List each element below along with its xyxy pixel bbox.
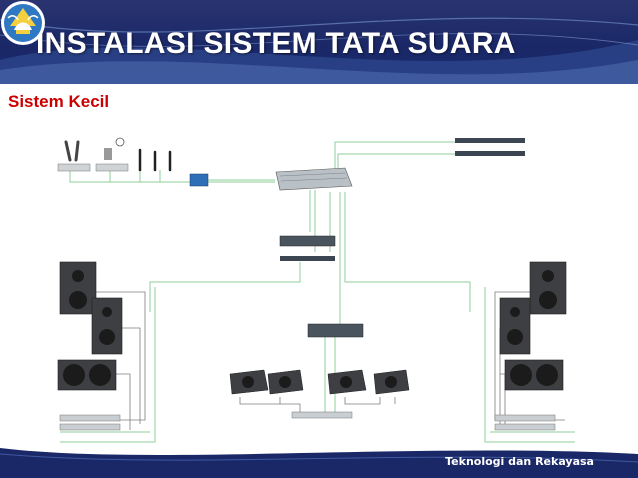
footer-band: Teknologi dan Rekayasa xyxy=(0,448,638,478)
stage-monitors xyxy=(229,369,410,395)
speaker-house-right-top xyxy=(529,261,567,315)
rack-unit-5 xyxy=(307,323,364,338)
page-title: INSTALASI SISTEM TATA SUARA xyxy=(36,27,516,60)
wired-microphones xyxy=(138,148,172,172)
mixing-console xyxy=(275,167,353,191)
power-amplifier-right-1 xyxy=(494,414,556,422)
speaker-house-right-mid xyxy=(499,297,531,355)
rack-unit-2 xyxy=(455,151,525,156)
footer-label: Teknologi dan Rekayasa xyxy=(445,455,594,468)
subwoofer-left xyxy=(57,359,117,391)
wireless-mic-receiver-2 xyxy=(95,137,129,172)
tut-wuri-handayani-logo-icon xyxy=(1,1,45,45)
header-band: INSTALASI SISTEM TATA SUARA xyxy=(0,0,638,84)
power-amplifier-right-2 xyxy=(494,423,556,431)
rack-unit-1 xyxy=(455,138,525,143)
speaker-house-left-top xyxy=(59,261,97,315)
rack-unit-3 xyxy=(279,235,336,247)
subwoofer-right xyxy=(504,359,564,391)
cable-lines xyxy=(60,141,575,443)
di-box xyxy=(189,173,209,187)
sound-system-diagram xyxy=(57,137,575,443)
power-amplifier-monitor xyxy=(291,411,353,419)
power-amplifier-left-1 xyxy=(59,414,121,422)
speaker-house-left-mid xyxy=(91,297,123,355)
header-decoration xyxy=(0,17,638,84)
speaker-wires xyxy=(70,291,565,430)
wireless-mic-receiver-1 xyxy=(57,140,91,172)
power-amplifier-left-2 xyxy=(59,423,121,431)
footer-decoration xyxy=(0,448,638,478)
slide-subtitle: Sistem Kecil xyxy=(8,92,110,111)
rack-unit-4 xyxy=(280,256,335,261)
